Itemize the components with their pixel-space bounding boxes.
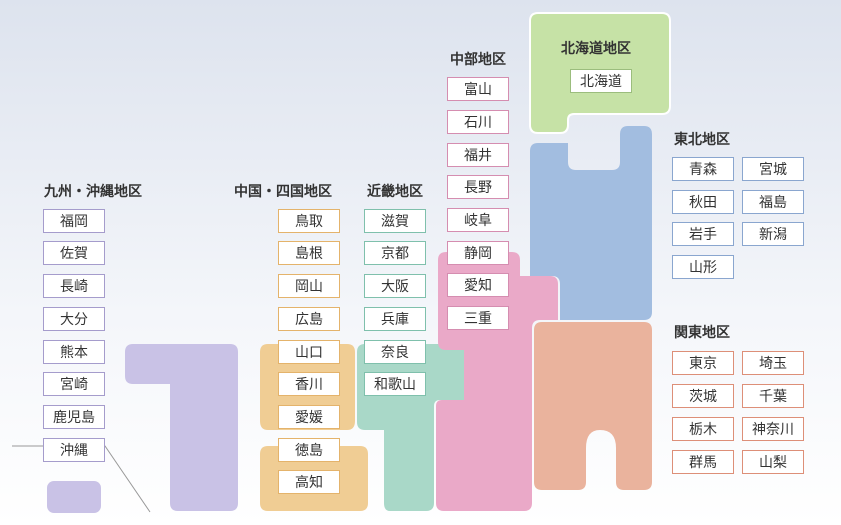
region-shape-okinawa[interactable] [47, 481, 101, 513]
pref-nagano[interactable]: 長野 [447, 175, 509, 199]
pref-kumamoto[interactable]: 熊本 [43, 340, 105, 364]
pref-ibaraki[interactable]: 茨城 [672, 384, 734, 408]
pref-mie[interactable]: 三重 [447, 306, 509, 330]
pref-fukui[interactable]: 福井 [447, 143, 509, 167]
pref-akita[interactable]: 秋田 [672, 190, 734, 214]
region-shape-kanto[interactable] [534, 322, 652, 490]
pref-chiba[interactable]: 千葉 [742, 384, 804, 408]
region-title-tohoku: 東北地区 [674, 132, 730, 148]
pref-shiga[interactable]: 滋賀 [364, 209, 426, 233]
pref-iwate[interactable]: 岩手 [672, 222, 734, 246]
pref-oita[interactable]: 大分 [43, 307, 105, 331]
pref-hiroshima[interactable]: 広島 [278, 307, 340, 331]
pref-gunma[interactable]: 群馬 [672, 450, 734, 474]
pref-aomori[interactable]: 青森 [672, 157, 734, 181]
pref-kagoshima[interactable]: 鹿児島 [43, 405, 105, 429]
region-title-kyushu: 九州・沖縄地区 [44, 184, 142, 200]
pref-saitama[interactable]: 埼玉 [742, 351, 804, 375]
pref-tochigi[interactable]: 栃木 [672, 417, 734, 441]
pref-miyagi[interactable]: 宮城 [742, 157, 804, 181]
pref-fukuoka[interactable]: 福岡 [43, 209, 105, 233]
pref-nara[interactable]: 奈良 [364, 340, 426, 364]
pref-miyazaki[interactable]: 宮崎 [43, 372, 105, 396]
pref-yamaguchi[interactable]: 山口 [278, 340, 340, 364]
pref-gifu[interactable]: 岐阜 [447, 208, 509, 232]
pref-okayama[interactable]: 岡山 [278, 274, 340, 298]
pref-wakayama[interactable]: 和歌山 [364, 372, 426, 396]
pref-ehime[interactable]: 愛媛 [278, 405, 340, 429]
pref-yamagata[interactable]: 山形 [672, 255, 734, 279]
region-title-kinki: 近畿地区 [367, 184, 423, 200]
region-shape-tohoku[interactable] [530, 126, 652, 320]
pref-kochi[interactable]: 高知 [278, 470, 340, 494]
region-title-chubu: 中部地区 [450, 52, 506, 68]
pref-toyama[interactable]: 富山 [447, 77, 509, 101]
region-title-hokkaido: 北海道地区 [561, 41, 631, 57]
pref-shizuoka[interactable]: 静岡 [447, 241, 509, 265]
pref-kyoto[interactable]: 京都 [364, 241, 426, 265]
pref-aichi[interactable]: 愛知 [447, 273, 509, 297]
pref-fukushima[interactable]: 福島 [742, 190, 804, 214]
pref-osaka[interactable]: 大阪 [364, 274, 426, 298]
pref-yamanashi[interactable]: 山梨 [742, 450, 804, 474]
region-title-kanto: 関東地区 [674, 325, 730, 341]
region-title-chugoku: 中国・四国地区 [234, 184, 332, 200]
pref-hyogo[interactable]: 兵庫 [364, 307, 426, 331]
pref-ishikawa[interactable]: 石川 [447, 110, 509, 134]
region-shape-kyushu[interactable] [125, 344, 238, 511]
pref-kanagawa[interactable]: 神奈川 [742, 417, 804, 441]
pref-shimane[interactable]: 島根 [278, 241, 340, 265]
pref-tokyo[interactable]: 東京 [672, 351, 734, 375]
pref-nagasaki[interactable]: 長崎 [43, 274, 105, 298]
pref-kagawa[interactable]: 香川 [278, 372, 340, 396]
pref-okinawa[interactable]: 沖縄 [43, 438, 105, 462]
pref-tottori[interactable]: 鳥取 [278, 209, 340, 233]
pref-tokushima[interactable]: 徳島 [278, 438, 340, 462]
pref-saga[interactable]: 佐賀 [43, 241, 105, 265]
pref-hokkaido[interactable]: 北海道 [570, 69, 632, 93]
pref-niigata[interactable]: 新潟 [742, 222, 804, 246]
